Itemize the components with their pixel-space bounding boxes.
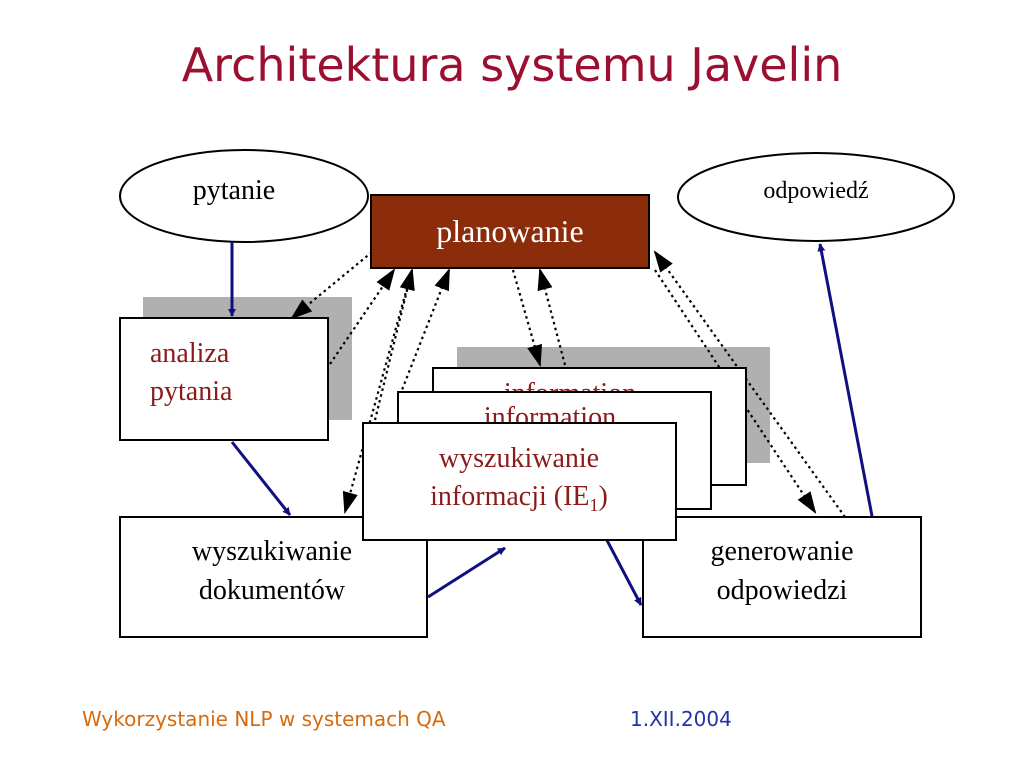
slide-title: Architektura systemu Javelin xyxy=(181,38,843,92)
dotted-to-analysis xyxy=(290,251,373,320)
document-retrieval-line1: wyszukiwanie xyxy=(192,536,352,567)
answer-generation-line2: odpowiedzi xyxy=(717,575,848,606)
arrow-documents-to-ie xyxy=(427,546,506,599)
question-ellipse xyxy=(119,149,369,243)
question-label: pytanie xyxy=(193,175,275,206)
question-analysis-line2: pytania xyxy=(150,376,233,407)
ie-front-line2-main: informacji (IE xyxy=(430,481,589,512)
ie-box-front: wyszukiwanie informacji (IE1) xyxy=(362,422,677,541)
planning-box xyxy=(370,194,650,269)
footer-date: 1.XII.2004 xyxy=(630,707,732,731)
answer-label: odpowiedź xyxy=(763,178,868,204)
question-analysis-line1: analiza xyxy=(150,338,230,369)
ie-box-front-frame xyxy=(362,422,677,541)
ie-front-closing: ) xyxy=(599,481,608,512)
dotted-from-document-retrieval xyxy=(373,267,415,421)
dotted-from-analysis xyxy=(329,268,396,365)
dotted-from-ie-2 xyxy=(537,267,567,366)
document-retrieval-line2: dokumentów xyxy=(199,575,346,606)
arrow-analysis-to-documents xyxy=(230,441,292,516)
footer-course: Wykorzystanie NLP w systemach QA xyxy=(82,707,446,731)
planning-label: planowanie xyxy=(436,213,584,249)
dotted-to-ie xyxy=(511,269,542,368)
dotted-from-ie xyxy=(398,267,451,396)
answer-generation-box xyxy=(642,516,922,638)
dotted-from-generation xyxy=(653,250,846,518)
arrow-generation-to-answer xyxy=(817,243,874,517)
ie-box-front-line2: informacji (IE1) xyxy=(430,481,608,515)
ie-front-subscript: 1 xyxy=(590,495,599,515)
ie-box-front-line1: wyszukiwanie xyxy=(439,443,599,474)
question-analysis-box xyxy=(119,317,329,441)
answer-ellipse xyxy=(677,152,955,242)
answer-generation-line1: generowanie xyxy=(710,536,853,567)
